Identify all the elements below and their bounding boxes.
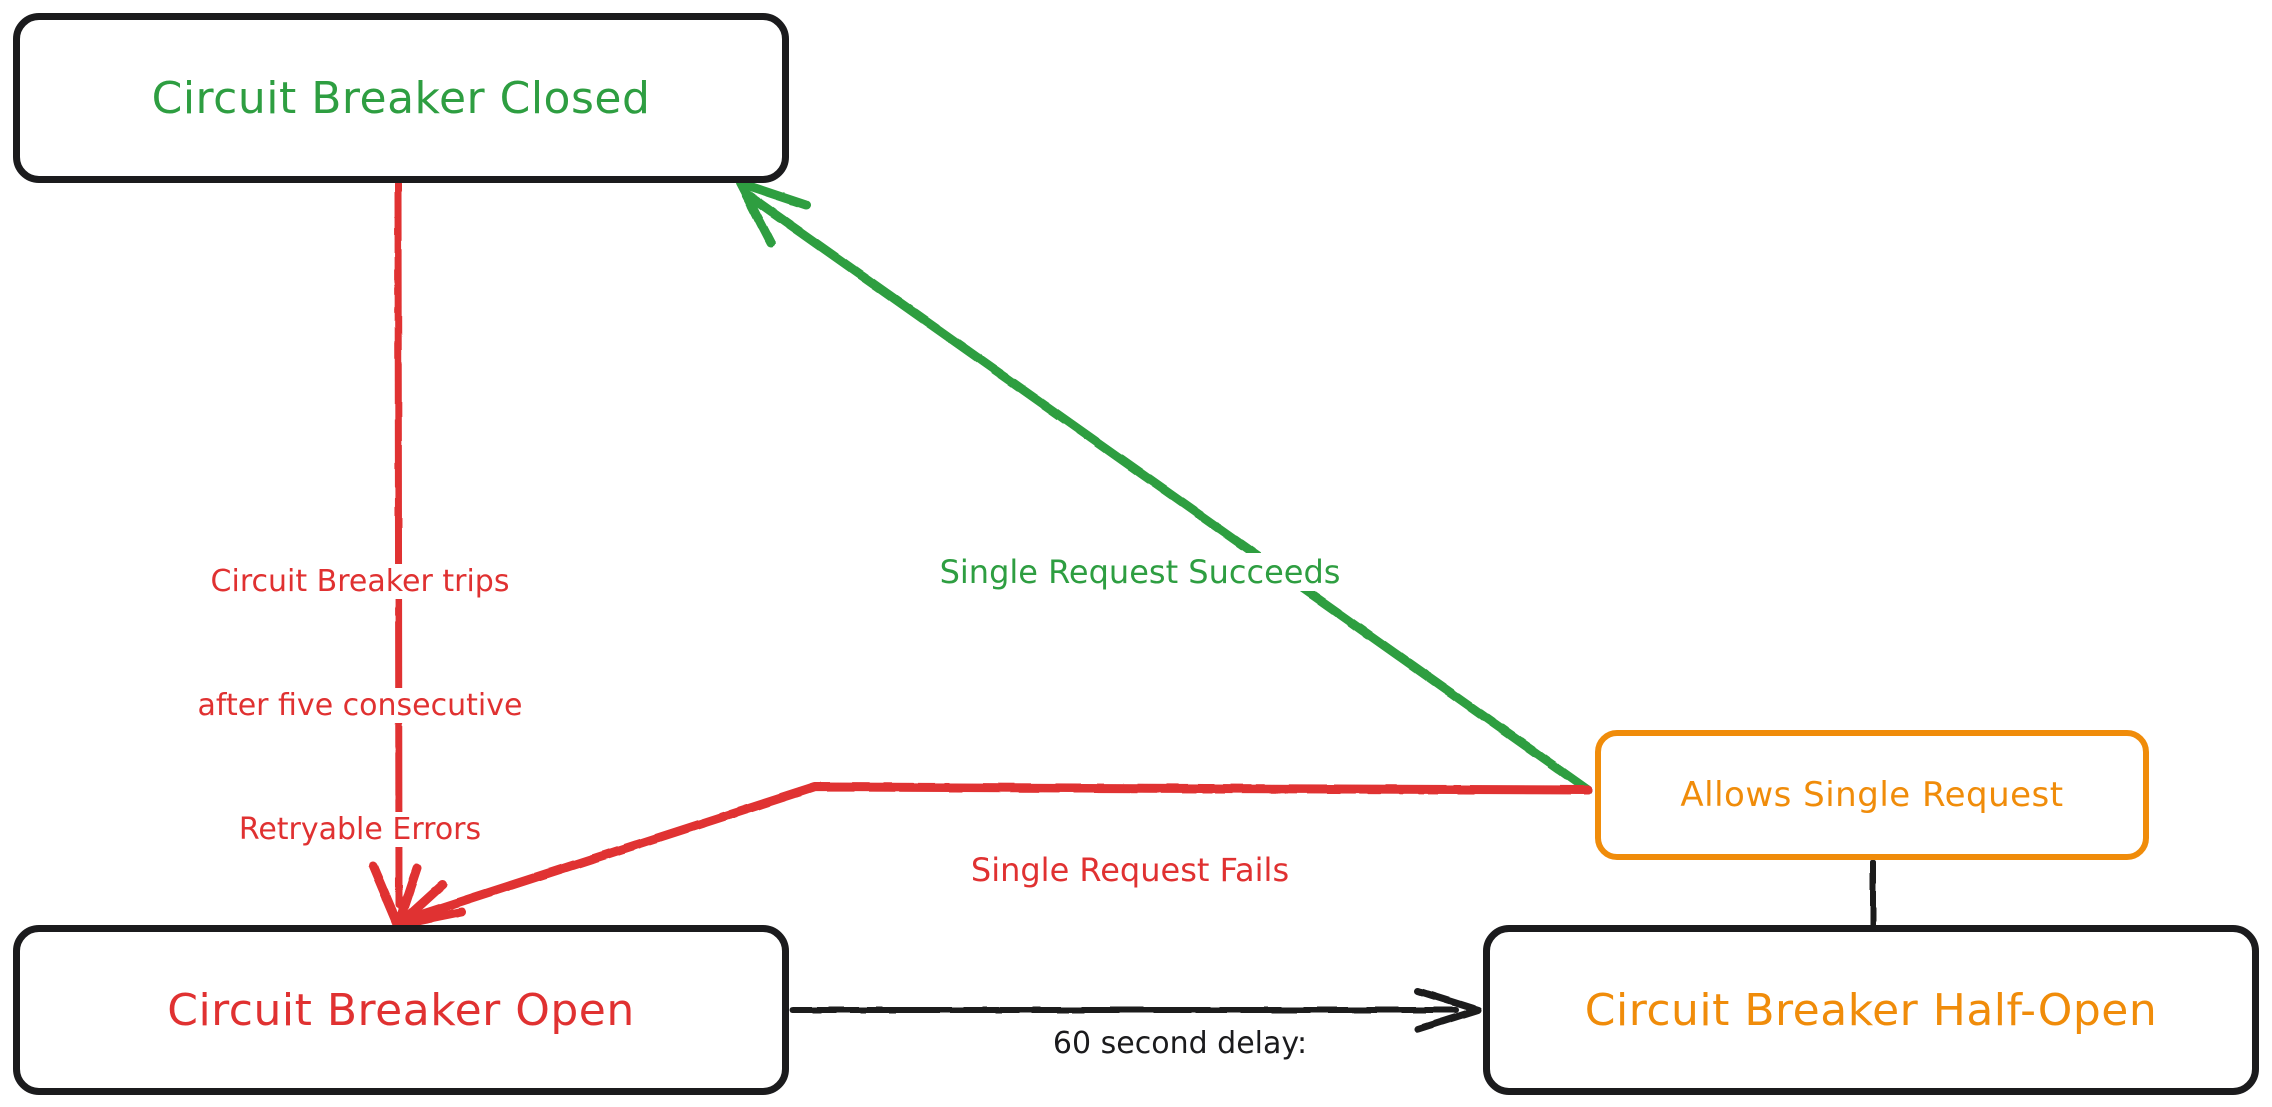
edge-label-single-request-fails: Single Request Fails <box>870 760 1390 981</box>
edge-label-trips-line-1: Circuit Breaker trips <box>206 563 514 599</box>
state-label-allows-single-request: Allows Single Request <box>1680 775 2064 815</box>
edge-label-trips-line-3: Retryable Errors <box>234 812 486 848</box>
edge-label-single-request-succeeds: Single Request Succeeds <box>830 462 1450 683</box>
state-node-circuit-breaker-closed[interactable]: Circuit Breaker Closed <box>13 13 789 183</box>
state-node-circuit-breaker-open[interactable]: Circuit Breaker Open <box>13 925 789 1095</box>
state-label-closed: Circuit Breaker Closed <box>151 72 651 124</box>
edge-label-fails-line-1: Single Request Fails <box>966 851 1294 890</box>
state-node-circuit-breaker-half-open[interactable]: Circuit Breaker Half-Open <box>1483 925 2259 1095</box>
edge-label-circuit-breaker-trips: Circuit Breaker trips after five consecu… <box>110 478 610 933</box>
edge-label-delay-line-1: 60 second delay: <box>1048 1025 1312 1061</box>
state-node-allows-single-request[interactable]: Allows Single Request <box>1595 730 2149 860</box>
edge-label-succeeds-line-1: Single Request Succeeds <box>935 553 1345 592</box>
edge-label-60-second-delay: 60 second delay: No requests allowed <box>900 940 1460 1107</box>
state-label-half-open: Circuit Breaker Half-Open <box>1584 984 2158 1036</box>
edge-label-trips-line-2: after five consecutive <box>193 687 527 723</box>
state-label-open: Circuit Breaker Open <box>167 984 635 1036</box>
